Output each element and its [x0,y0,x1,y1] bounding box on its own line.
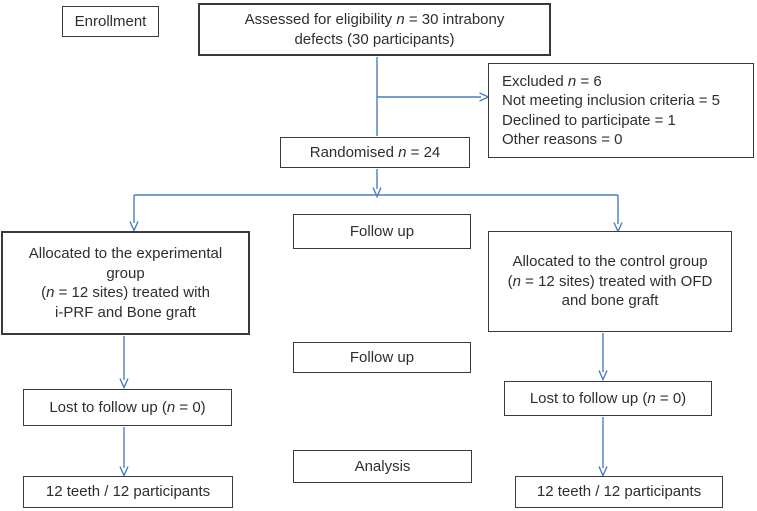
text-line: Follow up [349,222,415,240]
text-line: Declined to participate = 1 [502,111,676,129]
text-line: Allocated to the experimental [28,245,223,262]
assessed-for-eligibility-box: Assessed for eligibility n = 30 intrabon… [198,3,551,56]
analysed-experimental-box: 12 teeth / 12 participants [23,476,233,508]
text-line: Analysis [354,457,411,475]
text-line: Not meeting inclusion criteria = 5 [502,92,721,109]
excluded-box: Excluded n = 6 Not meeting inclusion crit… [488,63,754,158]
text-line: Follow up [349,348,415,366]
text-line: Allocated to the control group [512,253,708,271]
text-line: i-PRF and Bone graft [55,303,196,321]
follow-up-stage-label-box-2: Follow up [293,342,471,373]
text-line: Lost to follow up (n = 0) [529,389,687,407]
lost-to-follow-up-control-box: Lost to follow up (n = 0) [504,381,712,416]
text-line: group [106,264,145,282]
follow-up-stage-label-box-1: Follow up [293,214,471,249]
text-line: defects (30 participants) [294,30,455,48]
enrollment-stage-label-box: Enrollment [62,6,159,37]
text-line: Lost to follow up (n = 0) [49,398,206,416]
text-line: 12 teeth / 12 participants [536,483,702,501]
analysis-stage-label-box: Analysis [293,450,472,483]
allocated-control-group-box: Allocated to the control group(n = 12 si… [488,231,732,332]
text-line: Randomised n = 24 [309,143,441,161]
text-line: (n = 12 sites) treated with OFD [507,272,713,290]
analysed-control-box: 12 teeth / 12 participants [515,476,723,508]
text-line: Excluded n = 6 [502,72,602,90]
text-line: Assessed for eligibility n = 30 intrabon… [244,11,505,28]
allocated-experimental-group-box: Allocated to the experimental group (n = 1… [1,231,250,335]
lost-to-follow-up-experimental-box: Lost to follow up (n = 0) [23,389,232,426]
text-line: and bone graft [561,292,659,310]
text-line: Enrollment [74,12,147,30]
randomised-box: Randomised n = 24 [280,137,470,168]
text-line: 12 teeth / 12 participants [45,483,211,501]
text-line: Other reasons = 0 [502,131,623,148]
text-line: (n = 12 sites) treated with [41,284,210,301]
